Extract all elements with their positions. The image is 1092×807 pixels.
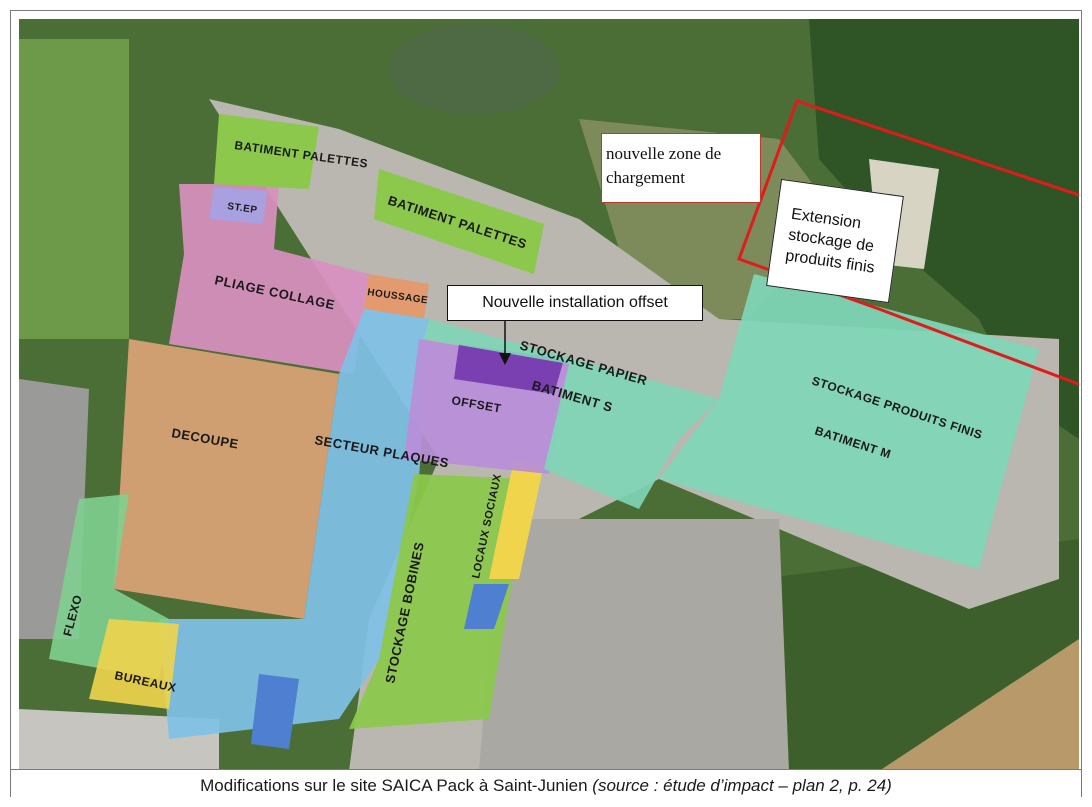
zone-decoupe (114, 339, 339, 619)
zone-step (209, 187, 267, 224)
caption-bar: Modifications sur le site SAICA Pack à S… (11, 769, 1081, 798)
zone-stockage-papier (424, 319, 719, 509)
zone-locaux-sociaux (489, 459, 544, 579)
zone-secteur-plaques (159, 309, 429, 739)
zone-batiment-m (659, 274, 1039, 569)
callout-loading-zone: nouvelle zone de chargement (601, 133, 761, 203)
zone-houssage (364, 274, 429, 319)
figure-frame: BATIMENT PALETTES ST.EP BATIMENT PALETTE… (10, 10, 1082, 798)
callout-extension: Extension stockage de produits finis (766, 178, 904, 304)
extension-outline (737, 99, 1079, 386)
zone-small-blue (464, 584, 509, 629)
zone-pliage-collage (169, 184, 369, 374)
caption-main: Modifications sur le site SAICA Pack à S… (200, 776, 593, 795)
zone-batiment-palettes-1 (214, 114, 319, 189)
caption-source: (source : étude d’impact – plan 2, p. 24… (592, 776, 892, 795)
zone-bureaux (89, 619, 179, 709)
field-southeast (879, 639, 1079, 771)
site-map: BATIMENT PALETTES ST.EP BATIMENT PALETTE… (19, 19, 1079, 771)
zone-batiment-palettes-2 (374, 169, 544, 274)
zone-small-blue-2 (251, 674, 299, 749)
aerial-map-svg: BATIMENT PALETTES ST.EP BATIMENT PALETTE… (19, 19, 1079, 771)
zone-stockage-bobines (349, 474, 529, 729)
label-step: ST.EP (227, 201, 259, 216)
field-west (19, 39, 129, 339)
forest-east (809, 19, 1079, 439)
offset-arrow-head (499, 353, 511, 365)
callout-offset: Nouvelle installation offset (447, 285, 703, 321)
pond (389, 24, 559, 114)
parking-lot (479, 519, 789, 771)
figure-caption: Modifications sur le site SAICA Pack à S… (11, 776, 1081, 796)
